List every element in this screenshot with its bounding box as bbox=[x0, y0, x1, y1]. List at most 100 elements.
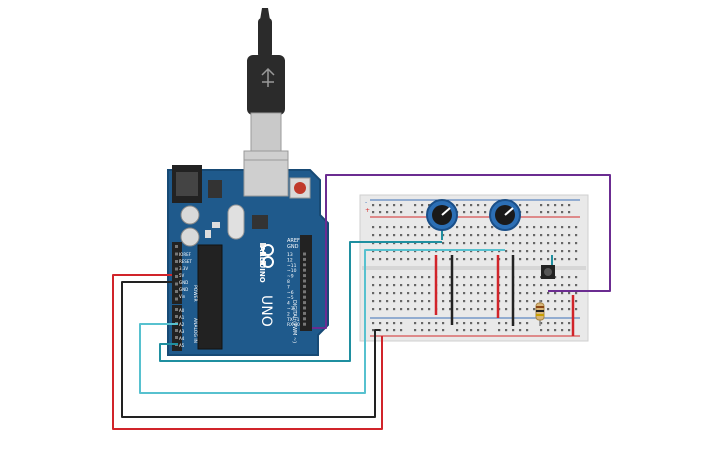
breadboard-hole[interactable] bbox=[568, 292, 571, 295]
breadboard-hole[interactable] bbox=[456, 329, 459, 332]
wire-black[interactable] bbox=[121, 281, 380, 418]
breadboard-hole[interactable] bbox=[477, 258, 480, 261]
breadboard-hole[interactable] bbox=[505, 276, 508, 279]
breadboard-hole[interactable] bbox=[463, 258, 466, 261]
breadboard-hole[interactable] bbox=[400, 250, 403, 253]
breadboard-hole[interactable] bbox=[449, 276, 452, 279]
breadboard-hole[interactable] bbox=[526, 276, 529, 279]
header-pin[interactable] bbox=[175, 282, 178, 286]
breadboard-hole[interactable] bbox=[414, 292, 417, 295]
breadboard-hole[interactable] bbox=[519, 276, 522, 279]
breadboard-hole[interactable] bbox=[540, 226, 543, 229]
breadboard-hole[interactable] bbox=[519, 292, 522, 295]
breadboard-hole[interactable] bbox=[498, 250, 501, 253]
breadboard-hole[interactable] bbox=[428, 300, 431, 303]
header-pin[interactable] bbox=[303, 322, 306, 326]
breadboard-hole[interactable] bbox=[575, 258, 578, 261]
breadboard-hole[interactable] bbox=[449, 242, 452, 245]
breadboard-hole[interactable] bbox=[533, 226, 536, 229]
breadboard-hole[interactable] bbox=[568, 258, 571, 261]
breadboard-hole[interactable] bbox=[554, 329, 557, 332]
breadboard-hole[interactable] bbox=[449, 300, 452, 303]
breadboard-hole[interactable] bbox=[540, 234, 543, 237]
breadboard-hole[interactable] bbox=[540, 204, 543, 207]
breadboard-hole[interactable] bbox=[484, 284, 487, 287]
breadboard-hole[interactable] bbox=[372, 329, 375, 332]
breadboard-hole[interactable] bbox=[519, 258, 522, 261]
breadboard-hole[interactable] bbox=[421, 258, 424, 261]
breadboard-hole[interactable] bbox=[477, 226, 480, 229]
breadboard-hole[interactable] bbox=[372, 204, 375, 207]
breadboard-hole[interactable] bbox=[400, 284, 403, 287]
breadboard-hole[interactable] bbox=[470, 242, 473, 245]
breadboard-hole[interactable] bbox=[554, 276, 557, 279]
breadboard-hole[interactable] bbox=[484, 258, 487, 261]
breadboard-hole[interactable] bbox=[393, 284, 396, 287]
breadboard-hole[interactable] bbox=[491, 250, 494, 253]
breadboard-hole[interactable] bbox=[414, 284, 417, 287]
breadboard-hole[interactable] bbox=[561, 234, 564, 237]
breadboard-hole[interactable] bbox=[526, 242, 529, 245]
breadboard-hole[interactable] bbox=[379, 226, 382, 229]
breadboard-hole[interactable] bbox=[526, 308, 529, 311]
header-pin[interactable] bbox=[303, 317, 306, 321]
breadboard-hole[interactable] bbox=[540, 329, 543, 332]
breadboard-hole[interactable] bbox=[519, 284, 522, 287]
breadboard-hole[interactable] bbox=[407, 284, 410, 287]
breadboard-hole[interactable] bbox=[512, 234, 515, 237]
breadboard-hole[interactable] bbox=[526, 258, 529, 261]
breadboard-hole[interactable] bbox=[477, 292, 480, 295]
breadboard-hole[interactable] bbox=[421, 300, 424, 303]
breadboard-hole[interactable] bbox=[421, 322, 424, 325]
breadboard-hole[interactable] bbox=[526, 292, 529, 295]
breadboard-hole[interactable] bbox=[421, 204, 424, 207]
breadboard-hole[interactable] bbox=[575, 308, 578, 311]
breadboard-hole[interactable] bbox=[568, 204, 571, 207]
breadboard-hole[interactable] bbox=[533, 292, 536, 295]
breadboard-hole[interactable] bbox=[456, 322, 459, 325]
breadboard-hole[interactable] bbox=[463, 234, 466, 237]
breadboard-hole[interactable] bbox=[547, 300, 550, 303]
breadboard-hole[interactable] bbox=[428, 258, 431, 261]
header-pin[interactable] bbox=[175, 260, 178, 263]
breadboard-hole[interactable] bbox=[400, 242, 403, 245]
breadboard-hole[interactable] bbox=[470, 258, 473, 261]
breadboard-hole[interactable] bbox=[449, 250, 452, 253]
breadboard-hole[interactable] bbox=[484, 204, 487, 207]
breadboard-hole[interactable] bbox=[568, 284, 571, 287]
header-pin[interactable] bbox=[175, 315, 178, 318]
push-button[interactable] bbox=[541, 265, 555, 279]
breadboard-hole[interactable] bbox=[554, 250, 557, 253]
breadboard-hole[interactable] bbox=[386, 329, 389, 332]
breadboard-hole[interactable] bbox=[372, 284, 375, 287]
breadboard-hole[interactable] bbox=[393, 300, 396, 303]
header-pin[interactable] bbox=[175, 252, 178, 256]
breadboard-hole[interactable] bbox=[400, 211, 403, 214]
breadboard-hole[interactable] bbox=[400, 204, 403, 207]
header-pin[interactable] bbox=[175, 275, 178, 278]
breadboard-hole[interactable] bbox=[414, 211, 417, 214]
breadboard-hole[interactable] bbox=[547, 211, 550, 214]
breadboard-hole[interactable] bbox=[554, 204, 557, 207]
breadboard-hole[interactable] bbox=[533, 242, 536, 245]
breadboard[interactable]: + - bbox=[359, 194, 589, 342]
breadboard-hole[interactable] bbox=[393, 250, 396, 253]
breadboard-hole[interactable] bbox=[540, 250, 543, 253]
wire-teal[interactable] bbox=[159, 241, 442, 362]
breadboard-hole[interactable] bbox=[386, 250, 389, 253]
breadboard-hole[interactable] bbox=[463, 276, 466, 279]
breadboard-hole[interactable] bbox=[498, 322, 501, 325]
header-pin[interactable] bbox=[175, 329, 178, 332]
header-pin[interactable] bbox=[303, 257, 306, 261]
breadboard-hole[interactable] bbox=[470, 226, 473, 229]
breadboard-hole[interactable] bbox=[568, 250, 571, 253]
breadboard-hole[interactable] bbox=[484, 308, 487, 311]
breadboard-hole[interactable] bbox=[526, 226, 529, 229]
breadboard-hole[interactable] bbox=[547, 284, 550, 287]
breadboard-hole[interactable] bbox=[379, 234, 382, 237]
breadboard-hole[interactable] bbox=[484, 322, 487, 325]
arduino-uno-board[interactable]: AREF GND 1312~11~10~987~6~54~32TX→1RX←0 … bbox=[167, 159, 329, 356]
breadboard-hole[interactable] bbox=[533, 308, 536, 311]
breadboard-hole[interactable] bbox=[400, 308, 403, 311]
breadboard-hole[interactable] bbox=[526, 329, 529, 332]
